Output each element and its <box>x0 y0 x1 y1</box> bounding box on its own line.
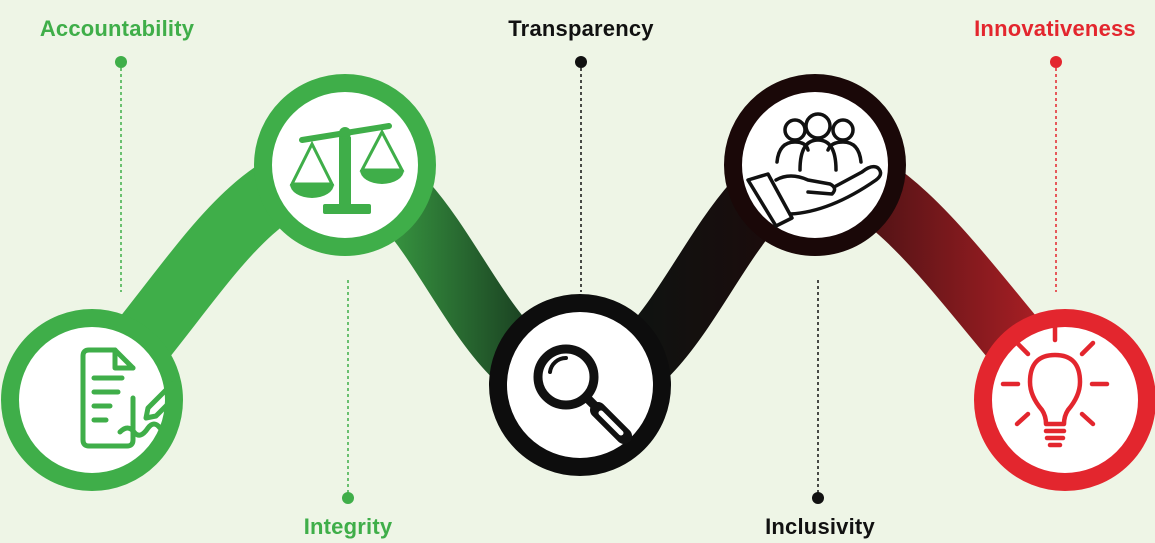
magnifying-glass-icon <box>533 344 632 444</box>
innovativeness-label: Innovativeness <box>974 16 1136 41</box>
hand-holding-people-icon <box>746 112 883 228</box>
innovativeness-dot <box>1050 56 1062 68</box>
inclusivity-dot <box>812 492 824 504</box>
integrity-dot <box>342 492 354 504</box>
transparency-dot <box>575 56 587 68</box>
transparency-label: Transparency <box>508 16 654 41</box>
inclusivity-node <box>724 74 906 256</box>
inclusivity-label: Inclusivity <box>765 514 875 539</box>
lightbulb-icon <box>1000 321 1110 448</box>
accountability-label: Accountability <box>39 16 195 41</box>
innovativeness-node <box>974 309 1155 491</box>
document-pen-icon <box>80 347 183 449</box>
transparency-node <box>489 294 671 476</box>
balance-scale-icon <box>289 123 405 214</box>
accountability-node <box>1 309 183 491</box>
accountability-dot <box>115 56 127 68</box>
integrity-label: Integrity <box>303 514 393 539</box>
